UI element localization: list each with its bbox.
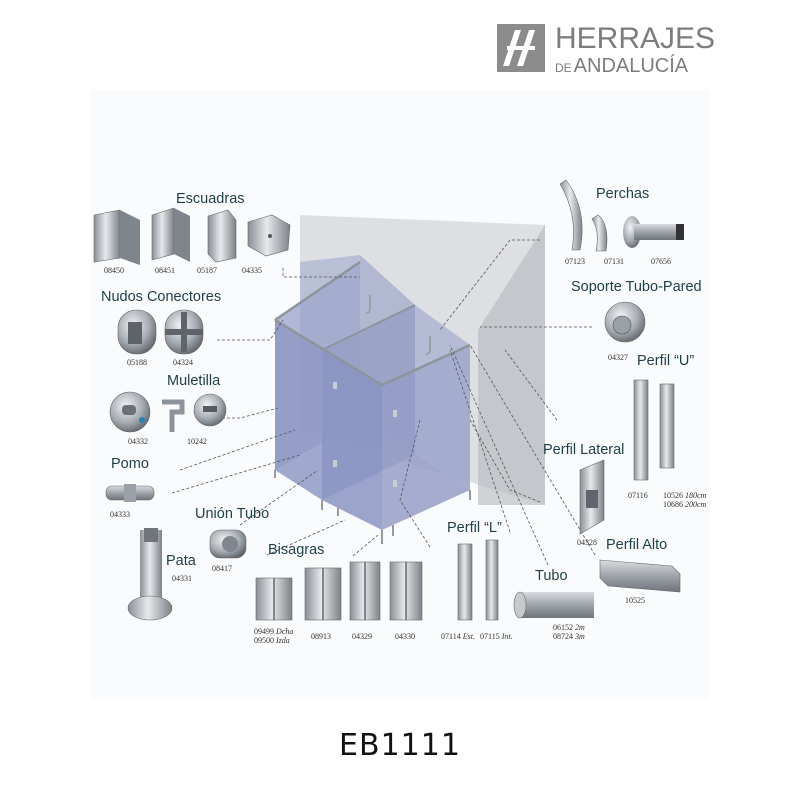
union-tubo-part — [209, 529, 247, 559]
brand-name: HERRAJES — [555, 22, 716, 55]
perchas-parts — [559, 179, 684, 252]
code-perfil-l-b: 07115 Int. — [480, 632, 513, 641]
perfil-l-parts — [457, 539, 499, 621]
label-pata: Pata — [166, 553, 196, 569]
code-pomo: 04333 — [110, 510, 130, 519]
label-escuadras: Escuadras — [176, 191, 245, 207]
code-soporte: 04327 — [608, 353, 628, 362]
label-pomo: Pomo — [111, 456, 149, 472]
nudos-parts — [117, 309, 204, 355]
label-bisagras: Bisagras — [268, 542, 325, 558]
code-tubo-b: 08724 3m — [553, 632, 585, 641]
label-tubo: Tubo — [535, 568, 568, 584]
label-perfil-l: Perfil “L” — [447, 520, 502, 536]
label-perfil-u: Perfil “U” — [637, 353, 695, 369]
code-escuadra-3: 05187 — [197, 266, 217, 275]
code-union-tubo: 08417 — [212, 564, 232, 573]
code-bisagra-a1: 09499 Dcha — [254, 627, 294, 636]
perfil-u-parts — [633, 379, 675, 481]
code-nudo-2: 04324 — [173, 358, 193, 367]
bisagras-parts — [255, 561, 423, 621]
code-bisagra-d: 04330 — [395, 632, 415, 641]
soporte-part — [604, 301, 646, 343]
code-percha-1: 07123 — [565, 257, 585, 266]
perfil-alto-part — [599, 559, 681, 593]
label-perfil-alto: Perfil Alto — [606, 537, 668, 553]
code-bisagra-a2: 09500 Izda — [254, 636, 290, 645]
product-code: EB1111 — [339, 728, 461, 763]
logo-mark-icon — [497, 24, 545, 72]
code-perfil-u-b1: 10526 180cm — [663, 491, 707, 500]
code-escuadra-4: 04335 — [242, 266, 262, 275]
label-muletilla: Muletilla — [167, 373, 221, 389]
code-perfil-lateral: 04328 — [577, 538, 597, 547]
brand-sub-name: ANDALUCÍA — [573, 55, 689, 77]
label-perchas: Perchas — [596, 186, 650, 202]
code-percha-2: 07131 — [604, 257, 624, 266]
muletilla-parts — [109, 391, 227, 433]
leader-lines — [171, 239, 596, 566]
code-perfil-u-b2: 10686 200cm — [663, 500, 707, 509]
perfil-lateral-part — [579, 459, 605, 535]
code-bisagra-b: 08913 — [311, 632, 331, 641]
pomo-part — [105, 484, 155, 502]
code-percha-3: 07656 — [651, 257, 671, 266]
code-pata: 04331 — [172, 574, 192, 583]
code-escuadra-1: 08450 — [104, 266, 124, 275]
label-union-tubo: Unión Tubo — [195, 506, 270, 522]
escuadras-parts — [93, 207, 291, 265]
cubicle-diagram — [274, 215, 545, 544]
code-perfil-alto: 10525 — [625, 596, 645, 605]
code-perfil-l-a: 07114 Est. — [441, 632, 475, 641]
brand-sub-prefix: DE — [555, 61, 572, 75]
code-nudo-1: 05188 — [127, 358, 147, 367]
label-perfil-lateral: Perfil Lateral — [543, 442, 625, 458]
code-perfil-u-a: 07116 — [628, 491, 648, 500]
label-soporte-tubo-pared: Soporte Tubo-Pared — [571, 279, 702, 295]
tubo-part — [513, 591, 594, 619]
code-escuadra-2: 08451 — [155, 266, 175, 275]
code-bisagra-c: 04329 — [352, 632, 372, 641]
code-muletilla-1: 04332 — [128, 437, 148, 446]
pata-part — [127, 528, 173, 621]
code-muletilla-2: 10242 — [187, 437, 207, 446]
code-tubo-a: 06152 2m — [553, 623, 585, 632]
label-nudos-conectores: Nudos Conectores — [101, 289, 222, 305]
